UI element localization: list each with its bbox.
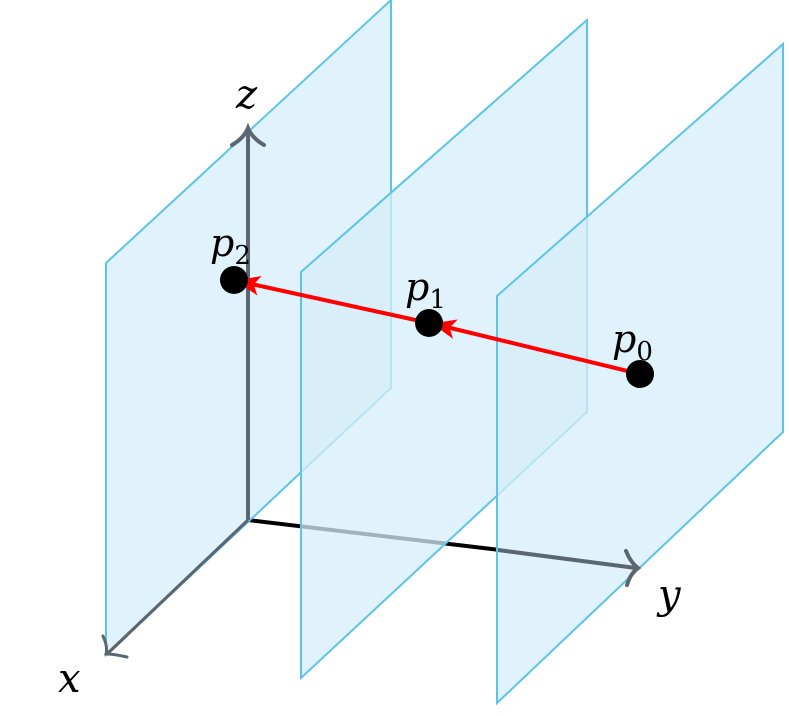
point-p2 — [220, 266, 248, 294]
x-axis-label: x — [58, 656, 81, 702]
x-axis — [106, 518, 250, 655]
y-axis — [497, 548, 637, 570]
z-axis-label: z — [235, 72, 258, 118]
label-p1: p1 — [405, 265, 446, 315]
point-p1 — [415, 309, 443, 337]
arrow-p0-to-p1 — [432, 319, 641, 376]
x-axis-arrowhead — [101, 634, 129, 659]
label-p0: p0 — [612, 317, 653, 367]
z-axis-arrowhead — [230, 122, 266, 147]
label-p2: p2 — [210, 221, 251, 271]
y-axis-arrowhead — [624, 549, 642, 587]
y-axis-label: y — [656, 572, 682, 618]
arrow-p1-to-p2 — [236, 275, 430, 325]
point-p0 — [626, 360, 654, 388]
